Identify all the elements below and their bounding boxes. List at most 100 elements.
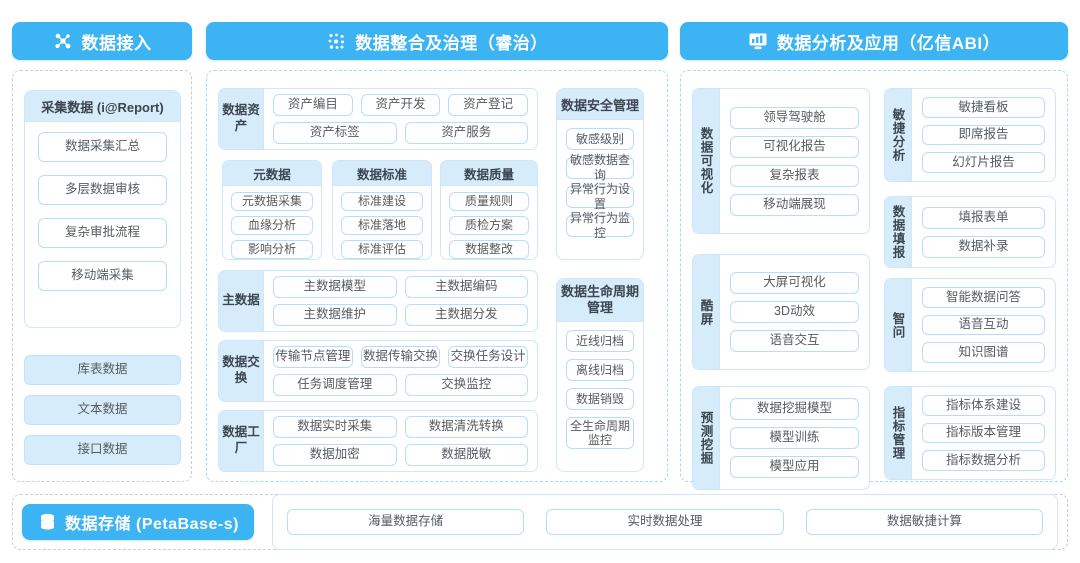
list-item[interactable]: 资产开发 xyxy=(360,94,441,116)
list-item[interactable]: 异常行为设置 xyxy=(566,182,634,211)
list-item[interactable]: 知识图谱 xyxy=(922,342,1045,364)
list-item[interactable]: 标准评估 xyxy=(341,240,423,259)
list-item[interactable]: 质检方案 xyxy=(449,216,529,235)
list-item[interactable]: 数据挖掘模型 xyxy=(730,398,859,420)
list-item[interactable]: 传输节点管理 xyxy=(273,346,353,368)
list-item[interactable]: 指标数据分析 xyxy=(922,450,1045,472)
header-label: 数据整合及治理（睿治） xyxy=(355,33,548,53)
list-item[interactable]: 血缘分析 xyxy=(231,216,313,235)
header-label: 数据分析及应用（亿信ABI） xyxy=(776,33,1001,53)
list-item[interactable]: 敏感数据查询 xyxy=(566,153,634,182)
list-item[interactable]: 资产编目 xyxy=(273,94,353,116)
list-item[interactable]: 3D动效 xyxy=(730,301,859,323)
storage-items-row: 海量数据存储 实时数据处理 数据敏捷计算 xyxy=(272,494,1058,550)
list-item[interactable]: 模型训练 xyxy=(730,427,859,449)
header-data-governance[interactable]: 数据整合及治理（睿治） xyxy=(206,22,668,60)
card-metadata: 元数据 元数据采集 血缘分析 影响分析 xyxy=(222,160,322,260)
group-label: 数据交换 xyxy=(219,341,264,401)
list-item[interactable]: 海量数据存储 xyxy=(287,509,525,535)
list-item[interactable]: 复杂审批流程 xyxy=(38,218,167,248)
list-item[interactable]: 质量规则 xyxy=(449,192,529,211)
list-item[interactable]: 资产标签 xyxy=(273,122,397,144)
list-item[interactable]: 交换任务设计 xyxy=(448,346,529,368)
list-item[interactable]: 数据实时采集 xyxy=(273,416,397,438)
card-data-lifecycle: 数据生命周期管理 近线归档 离线归档 数据销毁 全生命周期监控 xyxy=(556,278,644,472)
list-item[interactable]: 复杂报表 xyxy=(730,164,859,187)
list-item[interactable]: 指标体系建设 xyxy=(922,395,1045,416)
list-item[interactable]: 数据整改 xyxy=(449,240,529,259)
list-item[interactable]: 数据采集汇总 xyxy=(38,132,167,162)
list-item[interactable]: 数据补录 xyxy=(922,235,1045,258)
list-item[interactable]: 元数据采集 xyxy=(231,192,313,211)
list-item[interactable]: 近线归档 xyxy=(566,330,634,352)
list-item[interactable]: 幻灯片报告 xyxy=(922,152,1045,174)
list-item[interactable]: 敏感级别 xyxy=(566,128,634,150)
list-item[interactable]: 模型应用 xyxy=(730,456,859,478)
group-data-exchange: 数据交换 传输节点管理 数据传输交换 交换任务设计 任务调度管理 交换监控 xyxy=(218,340,538,402)
group-smart-ask: 智问 智能数据问答 语音互动 知识图谱 xyxy=(884,278,1056,372)
list-item[interactable]: 资产登记 xyxy=(448,94,529,116)
list-item[interactable]: 主数据维护 xyxy=(273,304,397,326)
header-data-ingest[interactable]: 数据接入 xyxy=(12,22,192,60)
list-item[interactable]: 大屏可视化 xyxy=(730,272,859,294)
source-text[interactable]: 文本数据 xyxy=(24,395,181,425)
list-item[interactable]: 数据敏捷计算 xyxy=(805,509,1043,535)
list-item[interactable]: 主数据编码 xyxy=(404,276,528,298)
card-title: 数据安全管理 xyxy=(557,89,643,120)
header-data-analysis[interactable]: 数据分析及应用（亿信ABI） xyxy=(680,22,1068,60)
card-collect-data: 采集数据 (i@Report) 数据采集汇总 多层数据审核 复杂审批流程 移动端… xyxy=(24,90,181,328)
list-item[interactable]: 数据加密 xyxy=(273,444,397,466)
card-title: 数据标准 xyxy=(333,161,431,186)
card-title: 数据生命周期管理 xyxy=(557,279,643,322)
panel-data-analysis xyxy=(680,70,1068,482)
source-api[interactable]: 接口数据 xyxy=(24,435,181,465)
list-item[interactable]: 任务调度管理 xyxy=(273,374,397,396)
source-db-table[interactable]: 库表数据 xyxy=(24,355,181,385)
list-item[interactable]: 智能数据问答 xyxy=(922,287,1045,308)
card-data-quality: 数据质量 质量规则 质检方案 数据整改 xyxy=(440,160,538,260)
list-item[interactable]: 语音互动 xyxy=(922,314,1045,336)
list-item[interactable]: 全生命周期监控 xyxy=(566,417,634,449)
group-label: 主数据 xyxy=(219,271,264,331)
list-item[interactable]: 数据销毁 xyxy=(566,388,634,410)
list-item[interactable]: 主数据分发 xyxy=(404,304,528,326)
group-master-data: 主数据 主数据模型 主数据编码 主数据维护 主数据分发 xyxy=(218,270,538,332)
card-data-security: 数据安全管理 敏感级别 敏感数据查询 异常行为设置 异常行为监控 xyxy=(556,88,644,260)
monitor-chart-icon xyxy=(748,31,768,51)
nodes-network-icon xyxy=(53,31,73,51)
list-item[interactable]: 资产服务 xyxy=(404,122,528,144)
list-item[interactable]: 数据清洗转换 xyxy=(404,416,528,438)
list-item[interactable]: 即席报告 xyxy=(922,124,1045,146)
group-data-fill-in: 数据填报 填报表单 数据补录 xyxy=(884,196,1056,268)
group-cool-screen: 酷屏 大屏可视化 3D动效 语音交互 xyxy=(692,254,870,370)
database-stack-icon xyxy=(37,512,57,532)
list-item[interactable]: 敏捷看板 xyxy=(922,97,1045,118)
header-label: 数据存储 (PetaBase-s) xyxy=(65,516,239,533)
list-item[interactable]: 填报表单 xyxy=(922,206,1045,229)
panel-data-ingest xyxy=(12,70,192,482)
list-item[interactable]: 影响分析 xyxy=(231,240,313,259)
list-item[interactable]: 移动端采集 xyxy=(38,261,167,291)
list-item[interactable]: 指标版本管理 xyxy=(922,422,1045,444)
list-item[interactable]: 数据传输交换 xyxy=(360,346,441,368)
list-item[interactable]: 领导驾驶舱 xyxy=(730,106,859,129)
list-item[interactable]: 标准建设 xyxy=(341,192,423,211)
list-item[interactable]: 移动端展现 xyxy=(730,193,859,216)
list-item[interactable]: 交换监控 xyxy=(404,374,528,396)
header-label: 数据接入 xyxy=(81,33,152,53)
group-label: 智问 xyxy=(885,279,912,371)
list-item[interactable]: 标准落地 xyxy=(341,216,423,235)
list-item[interactable]: 多层数据审核 xyxy=(38,175,167,205)
list-item[interactable]: 离线归档 xyxy=(566,359,634,381)
list-item[interactable]: 主数据模型 xyxy=(273,276,397,298)
group-data-asset: 数据资产 资产编目 资产开发 资产登记 资产标签 资产服务 xyxy=(218,88,538,150)
group-label: 敏捷分析 xyxy=(885,89,912,181)
list-item[interactable]: 可视化报告 xyxy=(730,135,859,158)
header-data-storage[interactable]: 数据存储 (PetaBase-s) xyxy=(22,504,254,540)
list-item[interactable]: 语音交互 xyxy=(730,330,859,352)
group-label: 数据资产 xyxy=(219,89,264,149)
list-item[interactable]: 异常行为监控 xyxy=(566,211,634,240)
card-data-standard: 数据标准 标准建设 标准落地 标准评估 xyxy=(332,160,432,260)
list-item[interactable]: 数据脱敏 xyxy=(404,444,528,466)
list-item[interactable]: 实时数据处理 xyxy=(546,509,784,535)
